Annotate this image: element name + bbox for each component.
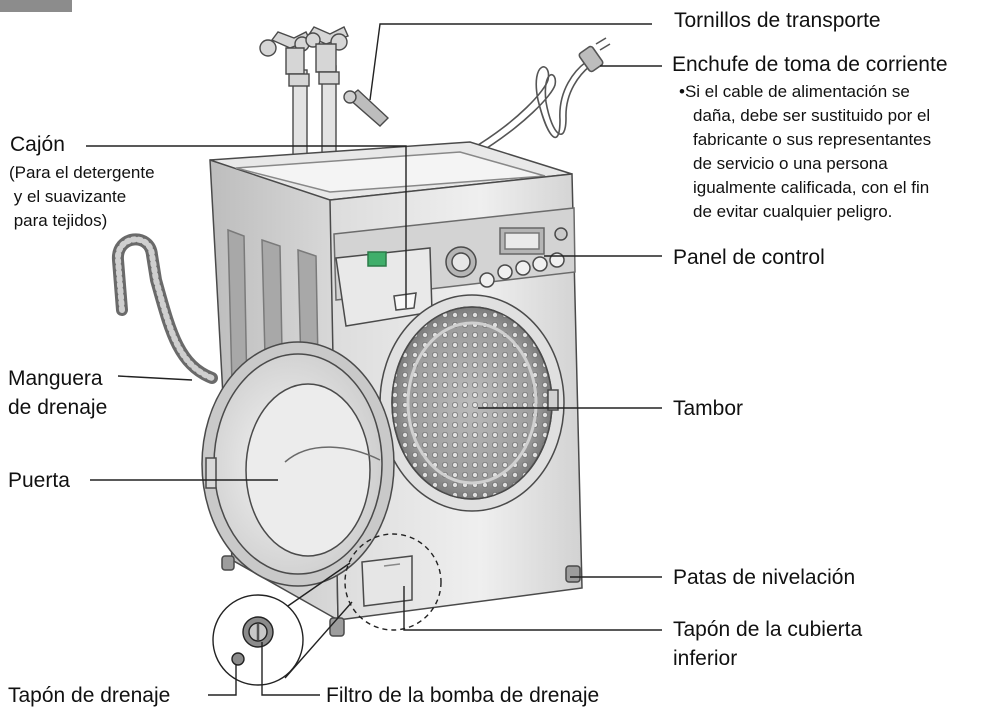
power-note-line: daña, debe ser sustituido por el: [693, 106, 931, 125]
label-drain-plug: Tapón de drenaje: [8, 684, 171, 707]
water-taps-icon: [259, 26, 349, 161]
label-drawer: Cajón: [10, 133, 65, 156]
power-note-line: Si el cable de alimentación se: [679, 80, 931, 104]
drawer-note-line: (Para el detergente: [9, 163, 155, 182]
power-cable-note: Si el cable de alimentación se daña, deb…: [679, 80, 931, 224]
power-note-line: de evitar cualquier peligro.: [693, 202, 893, 221]
drum-icon: [379, 294, 565, 512]
label-drum: Tambor: [673, 397, 744, 420]
label-power-plug: Enchufe de toma de corriente: [672, 53, 948, 76]
label-drain-pump-filter: Filtro de la bomba de drenaje: [326, 684, 600, 707]
door-icon: [201, 341, 395, 587]
power-note-line: de servicio o una persona: [693, 154, 888, 173]
power-note-line: fabricante o sus representantes: [693, 130, 932, 149]
drain-filter-inset: [212, 562, 353, 686]
label-control-panel: Panel de control: [673, 246, 825, 269]
label-lower-cover-cap: inferior: [673, 647, 738, 670]
drawer-note-line: y el suavizante: [9, 187, 127, 206]
section-tab-marker: [0, 0, 72, 12]
label-door: Puerta: [8, 469, 70, 492]
label-transport-screws: Tornillos de transporte: [674, 9, 881, 32]
label-drain-hose: de drenaje: [8, 396, 108, 419]
leader-lines: [86, 23, 662, 696]
lower-cover-highlight: [344, 533, 442, 631]
power-plug-icon: [469, 37, 611, 156]
transport-screw-icon: [343, 89, 390, 127]
power-note-line: igualmente calificada, con el fin: [693, 178, 930, 197]
label-lower-cover-cap: Tapón de la cubierta: [673, 618, 863, 641]
label-leveling-feet: Patas de nivelación: [673, 566, 856, 589]
drawer-note-line: para tejidos): [9, 211, 108, 230]
label-drain-hose: Manguera: [8, 367, 103, 390]
